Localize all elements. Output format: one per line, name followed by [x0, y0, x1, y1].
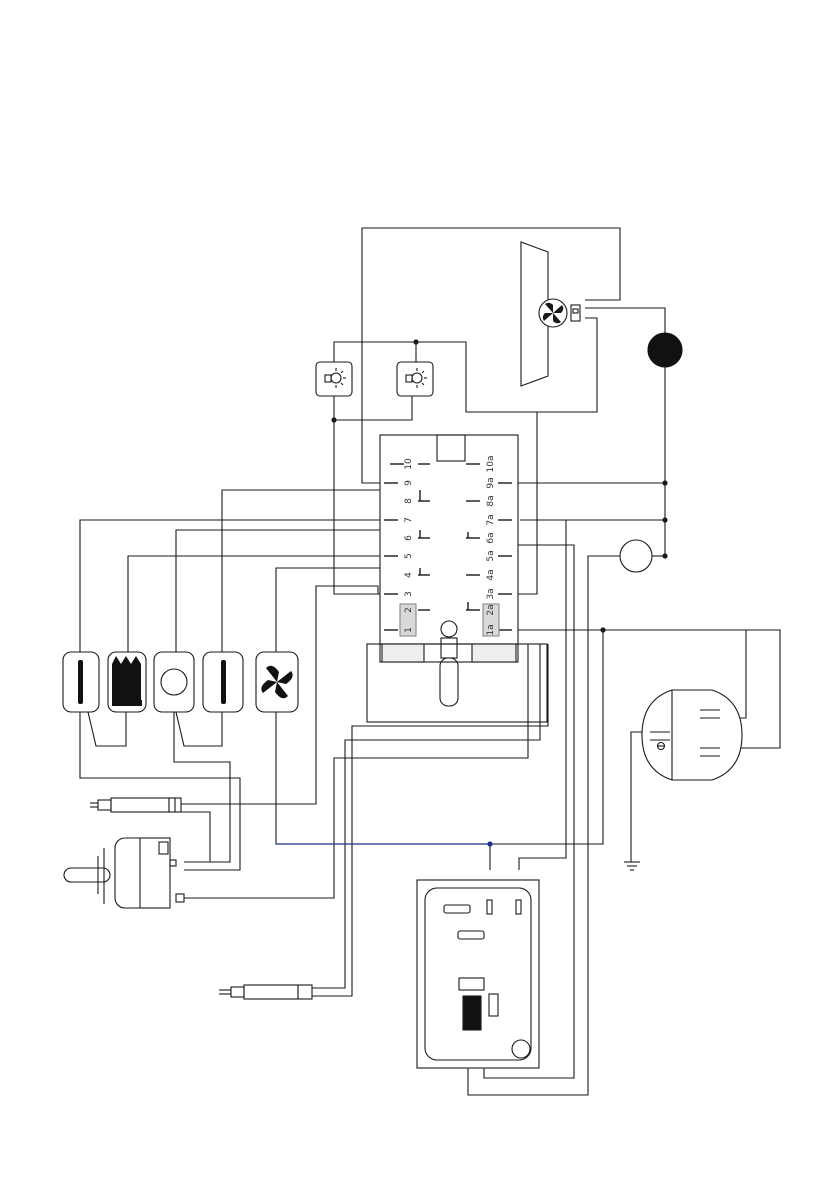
terminal-label: 2a	[486, 604, 496, 615]
oven-lamp-icon	[316, 362, 352, 396]
fan-icon	[256, 652, 298, 712]
circular-element-icon	[154, 652, 194, 712]
grill-element-icon	[108, 652, 146, 712]
terminal-label: 3a	[486, 588, 496, 599]
wire	[88, 710, 126, 746]
terminal-label: 10a	[486, 456, 496, 473]
terminal-label: 1	[404, 627, 414, 633]
terminal-label: 2	[404, 607, 414, 613]
terminal-label: 8	[404, 498, 414, 504]
terminal-label: 6	[404, 535, 414, 541]
wire	[334, 396, 412, 420]
wire	[334, 342, 537, 412]
terminal-label: 8a	[486, 495, 496, 506]
terminal-label: 6a	[486, 532, 496, 543]
terminal-label: 7a	[486, 514, 496, 525]
terminal-block	[642, 690, 742, 780]
oven-lamp-icon	[397, 362, 433, 396]
temperature-probe	[90, 798, 181, 812]
pilot-lamp	[620, 540, 652, 572]
wire	[276, 712, 490, 844]
bottom-heater-icon	[203, 652, 243, 712]
selector-switch	[380, 435, 518, 706]
terminal-label: 4	[404, 572, 414, 578]
wire	[176, 710, 222, 746]
top-heater-icon	[63, 652, 99, 712]
control-board	[417, 880, 539, 1068]
terminal-label: 5	[404, 553, 414, 559]
wire	[128, 556, 396, 652]
terminal-label: 5a	[486, 550, 496, 561]
terminal-label: 10	[404, 458, 414, 470]
terminal-label: 1a	[486, 624, 496, 635]
thermostat-knob	[64, 838, 184, 908]
temperature-probe	[219, 985, 312, 999]
wire	[180, 812, 210, 862]
fan-motor-icon	[521, 242, 580, 386]
terminal-label: 3	[404, 591, 414, 597]
neutral-junction-dot	[648, 333, 682, 367]
terminal-label: 9	[404, 480, 414, 486]
wire	[519, 520, 566, 870]
terminal-label: 4a	[486, 569, 496, 580]
terminal-label: 9a	[486, 477, 496, 488]
terminal-label: 7	[404, 517, 414, 523]
